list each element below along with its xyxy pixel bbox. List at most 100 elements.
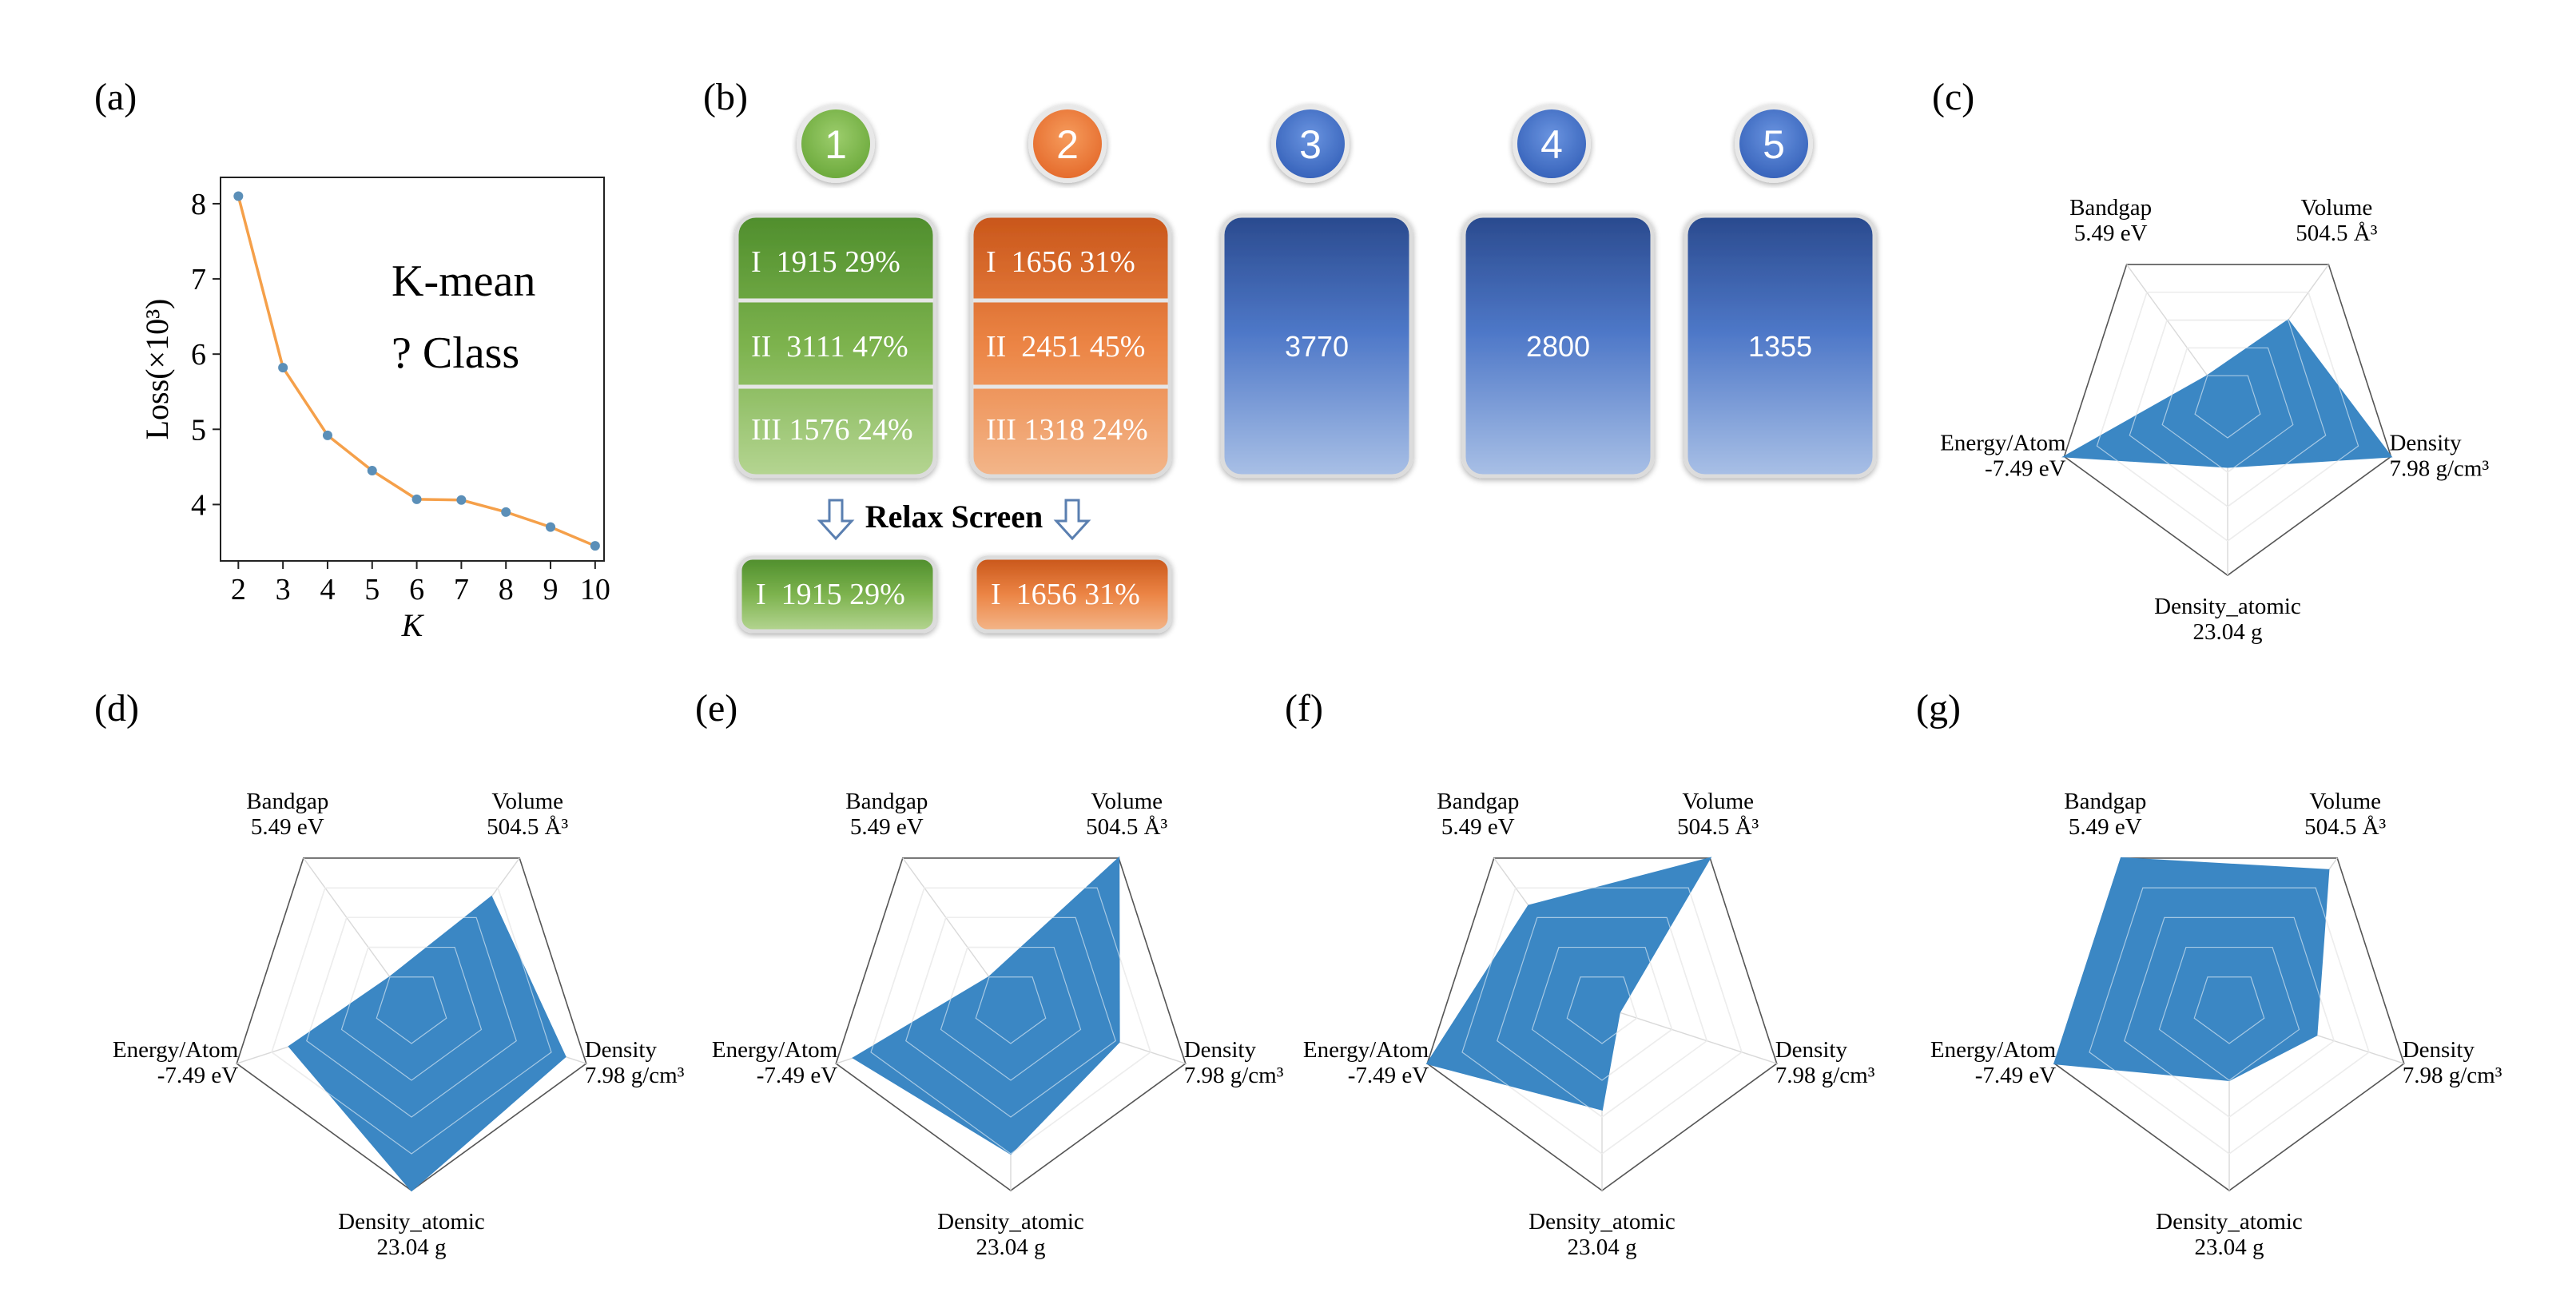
radar-data-area (852, 856, 1120, 1155)
radar-grid-overlay (340, 946, 483, 1081)
radar-grid-overlay (2096, 292, 2359, 542)
annotation-kmean: K-mean (392, 256, 535, 306)
radar-grid-overlay (1497, 916, 1707, 1118)
cluster-3-count: 3770 (1285, 330, 1349, 363)
radar-outer-frame (2063, 264, 2392, 576)
data-point (411, 494, 422, 504)
radar-axis-name: Volume (491, 789, 563, 814)
radar-outer-frame (835, 857, 1187, 1191)
radar-grid-overlay (376, 976, 447, 1044)
radar-axis-name: Density (2389, 430, 2462, 455)
radar-axis-name: Density_atomic (937, 1209, 1084, 1234)
radar-grid-overlay (2193, 976, 2265, 1044)
cluster-circle-3: 3 (1271, 105, 1350, 183)
y-tick-label: 4 (191, 488, 206, 522)
radar-axis-value: 7.98 g/cm³ (2389, 455, 2489, 481)
cluster-number: 2 (1056, 122, 1079, 167)
radar-grid-overlay (2194, 375, 2261, 439)
x-tick-label: 7 (454, 573, 469, 606)
y-axis-label: Loss(×10³) (139, 299, 175, 440)
x-tick-label: 10 (580, 573, 610, 606)
radar-axis-name: Density_atomic (2154, 594, 2301, 619)
cluster-circle-4: 4 (1513, 105, 1591, 183)
radar-axis-value: -7.49 eV (1985, 455, 2066, 481)
radar-axis-name: Density (1775, 1037, 1848, 1063)
radar-grid-overlay (2158, 946, 2300, 1081)
radar-axis-value: 7.98 g/cm³ (1184, 1063, 1284, 1088)
panel-label-b: (b) (703, 76, 748, 118)
data-point (233, 191, 244, 201)
radar-data-area (288, 895, 566, 1192)
radar-axis-value: -7.49 eV (757, 1063, 838, 1088)
radar-axis-name: Volume (2309, 789, 2381, 814)
radar-axis-value: 504.5 Å³ (2296, 221, 2377, 246)
radar-grid-overlay (2124, 916, 2335, 1118)
cluster-2-row-1: I 1656 31% (986, 245, 1135, 279)
cluster-number: 3 (1299, 122, 1322, 167)
y-tick-label: 7 (191, 263, 206, 296)
down-arrow-icon (1053, 499, 1091, 541)
x-tick-label: 3 (276, 573, 291, 606)
cluster-1-row-3: III 1576 24% (751, 413, 913, 447)
x-tick-label: 8 (499, 573, 514, 606)
radar-axis-value: 5.49 eV (2074, 221, 2148, 246)
relaxed-cluster-2-label: I 1656 31% (991, 578, 1140, 611)
radar-axis-name: Energy/Atom (113, 1037, 239, 1063)
panel-label-f: (f) (1285, 687, 1323, 730)
radar-axis-value: -7.49 eV (1348, 1063, 1429, 1088)
radar-data-area (2053, 857, 2330, 1082)
radar-data-area (1425, 857, 1712, 1111)
cluster-5-box: 1355 (1684, 213, 1877, 479)
panel-label-g: (g) (1916, 687, 1961, 730)
radar-data-area (2061, 319, 2393, 468)
cluster-number: 4 (1540, 122, 1563, 167)
radar-spoke (1601, 1006, 1777, 1064)
cluster-number: 5 (1763, 122, 1785, 167)
radar-grid-overlay (975, 976, 1047, 1044)
cluster-circle-1: 1 (797, 105, 875, 183)
y-tick-label: 5 (191, 413, 206, 447)
panel-label-d: (d) (94, 687, 139, 730)
radar-axis-value: 504.5 Å³ (2304, 814, 2386, 840)
radar-grid-overlay (2129, 320, 2327, 507)
radar-axis-value: -7.49 eV (1975, 1063, 2057, 1088)
radar-axis-value: 23.04 g (1568, 1234, 1637, 1260)
radar-axis-value: 7.98 g/cm³ (2403, 1063, 2502, 1088)
radar-axis-value: 7.98 g/cm³ (1775, 1063, 1875, 1088)
radar-axis-value: 504.5 Å³ (1677, 814, 1759, 840)
radar-axis-value: -7.49 eV (157, 1063, 239, 1088)
radar-axis-value: 504.5 Å³ (1086, 814, 1167, 840)
radar-grid-overlay (1566, 976, 1638, 1044)
data-point (501, 507, 511, 517)
panel-label-c: (c) (1932, 76, 1974, 118)
cluster-2-box: I 1656 31% II 2451 45% III 1318 24% (969, 213, 1172, 479)
x-tick-label: 2 (231, 573, 246, 606)
cluster-diagram: 1 2 3 4 5 I 1915 29% II 3111 47% III 157… (734, 105, 1877, 634)
radar-axis-value: 5.49 eV (850, 814, 924, 840)
radar-axis-name: Bandgap (2069, 195, 2152, 221)
radar-axis-name: Volume (1682, 789, 1754, 814)
cluster-1-box: I 1915 29% II 3111 47% III 1576 24% (734, 213, 937, 479)
radar-axis-name: Bandgap (845, 789, 928, 814)
cluster-3-box: 3770 (1220, 213, 1413, 479)
x-tick-label: 9 (543, 573, 559, 606)
radar-grid-overlay (1531, 946, 1673, 1081)
cluster-4-count: 2800 (1526, 330, 1590, 363)
data-point (322, 430, 332, 440)
radar-outer-frame (236, 857, 587, 1191)
cluster-1-row-1: I 1915 29% (751, 245, 900, 279)
x-axis-label: K (401, 607, 425, 643)
cluster-circle-5: 5 (1735, 105, 1813, 183)
panel-label-e: (e) (695, 687, 737, 730)
radar-axis-value: 23.04 g (2193, 619, 2263, 645)
data-point (456, 495, 467, 505)
radar-axis-name: Bandgap (1437, 789, 1519, 814)
radar-grid-overlay (870, 887, 1151, 1155)
radar-axis-name: Energy/Atom (1940, 430, 2066, 455)
radar-axis-name: Energy/Atom (1930, 1037, 2057, 1063)
radar-outer-frame (1426, 857, 1778, 1191)
